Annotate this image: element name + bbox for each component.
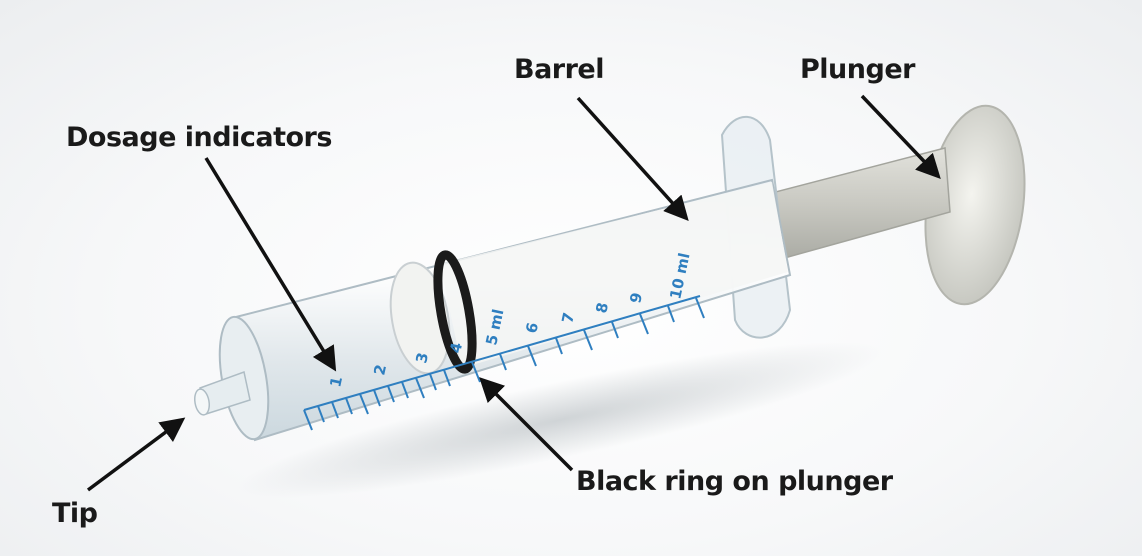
scale-label-6: 6: [522, 321, 542, 335]
scale-label-3: 3: [412, 351, 432, 365]
label-dosage-indicators: Dosage indicators: [66, 122, 332, 153]
label-plunger: Plunger: [800, 54, 915, 85]
scale-label-8: 8: [592, 301, 612, 315]
scale-label-10ml: 10 ml: [666, 251, 693, 301]
scale-label-7: 7: [558, 311, 578, 325]
label-barrel: Barrel: [514, 54, 604, 85]
scale-label-5ml: 5 ml: [482, 307, 507, 346]
label-tip: Tip: [52, 498, 98, 529]
label-black-ring: Black ring on plunger: [576, 466, 893, 497]
scale-label-1: 1: [326, 375, 346, 389]
scale-label-2: 2: [370, 363, 390, 377]
scale-label-9: 9: [626, 291, 646, 305]
scale-label-4: 4: [446, 341, 466, 355]
